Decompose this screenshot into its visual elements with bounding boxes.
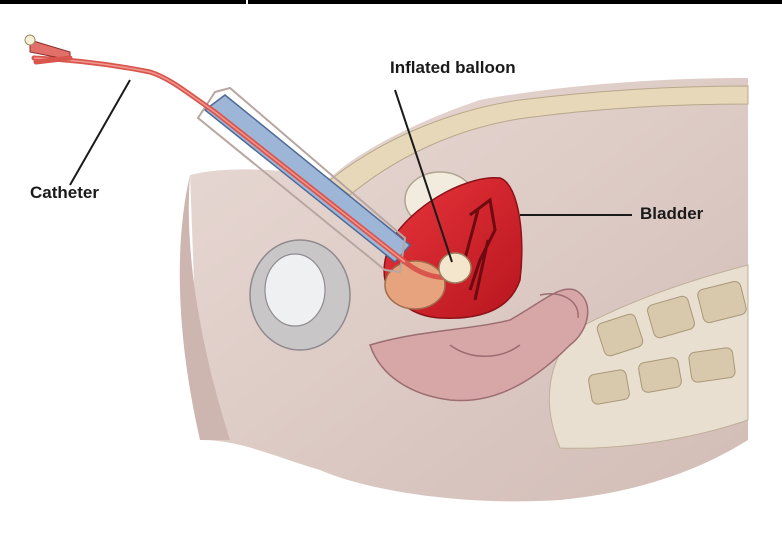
inflated-balloon-label: Inflated balloon	[390, 58, 516, 77]
catheter-highlight	[33, 57, 406, 263]
top-border-gap	[246, 0, 248, 4]
bladder-label: Bladder	[640, 204, 704, 223]
penis-skin	[196, 86, 407, 274]
testis	[264, 253, 326, 327]
vertebrae	[588, 280, 747, 405]
catheter-leader-line	[69, 79, 131, 186]
catheter-label: Catheter	[30, 183, 99, 202]
thigh-shading	[179, 175, 230, 440]
penis-shaft	[203, 94, 412, 264]
inflated-balloon	[438, 252, 472, 284]
catheter-side-port	[33, 55, 73, 65]
top-border	[0, 0, 782, 4]
balloon-leader-line	[394, 89, 453, 263]
catheter-cap	[24, 34, 36, 46]
rectum-folds	[449, 293, 579, 357]
rectum	[369, 288, 589, 402]
abdominal-wall	[329, 85, 749, 196]
